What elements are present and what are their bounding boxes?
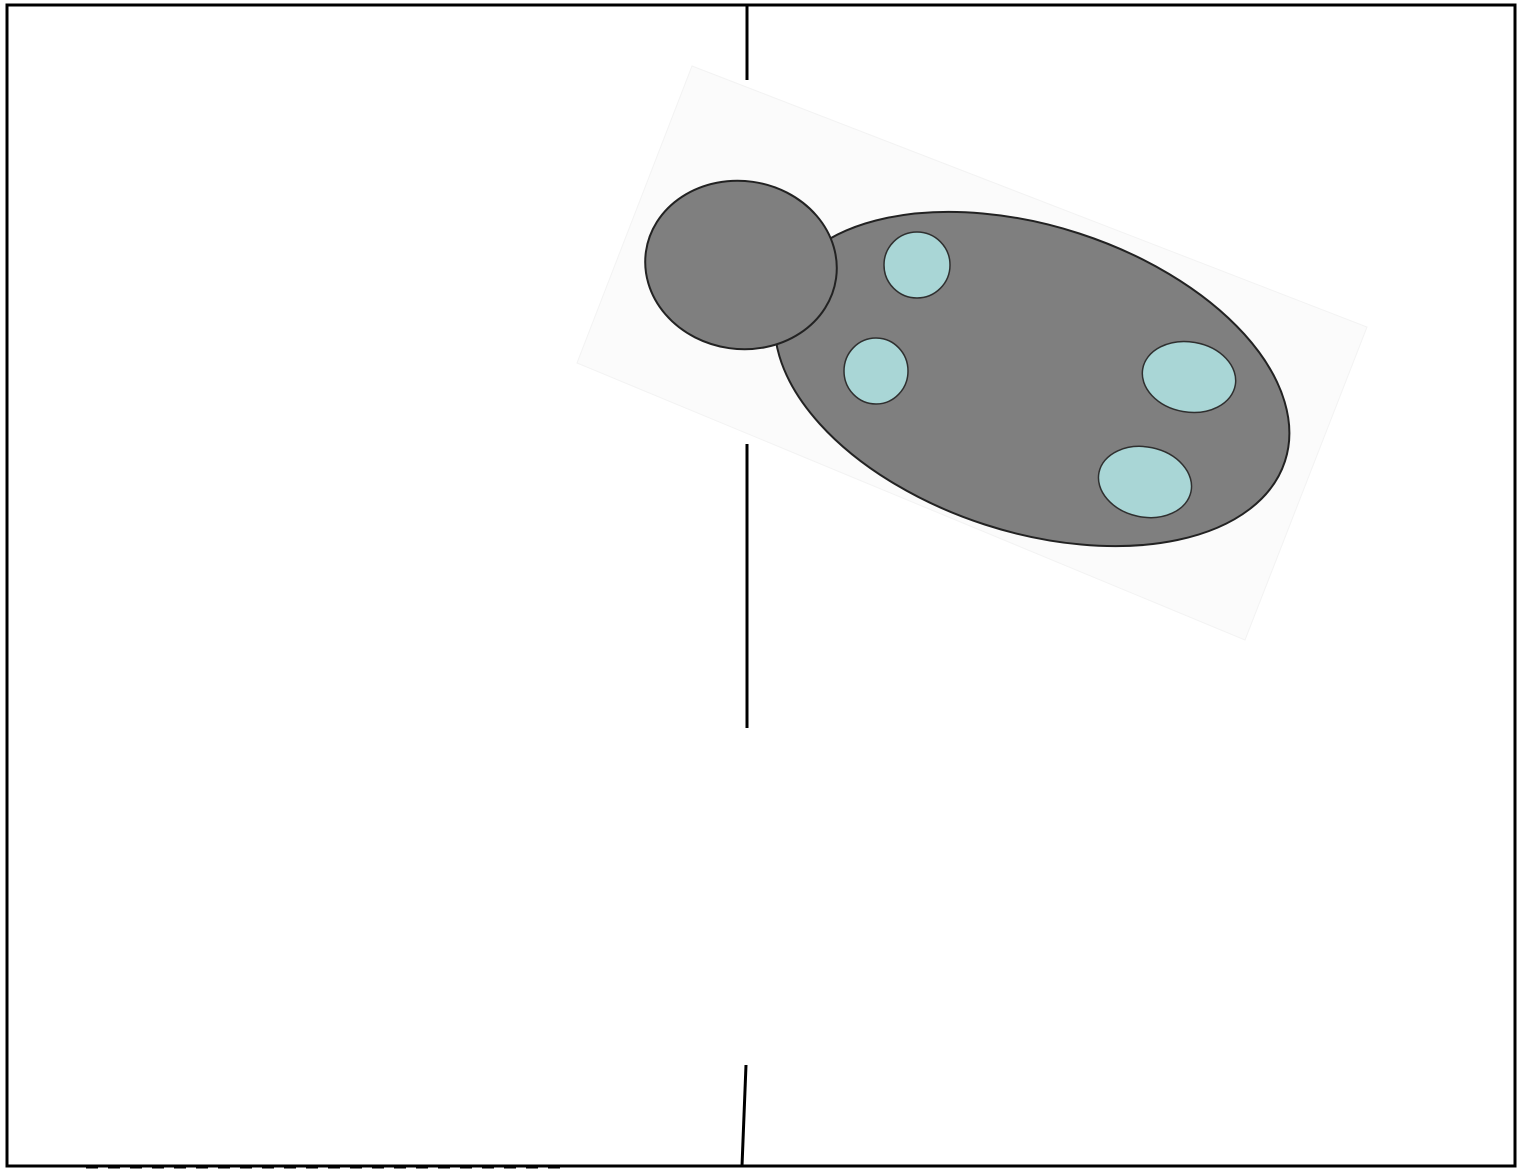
organism-illustration xyxy=(577,66,1367,640)
vertical-divider-bottom xyxy=(742,1065,746,1166)
spot-1 xyxy=(884,232,950,298)
spot-2 xyxy=(844,338,908,404)
